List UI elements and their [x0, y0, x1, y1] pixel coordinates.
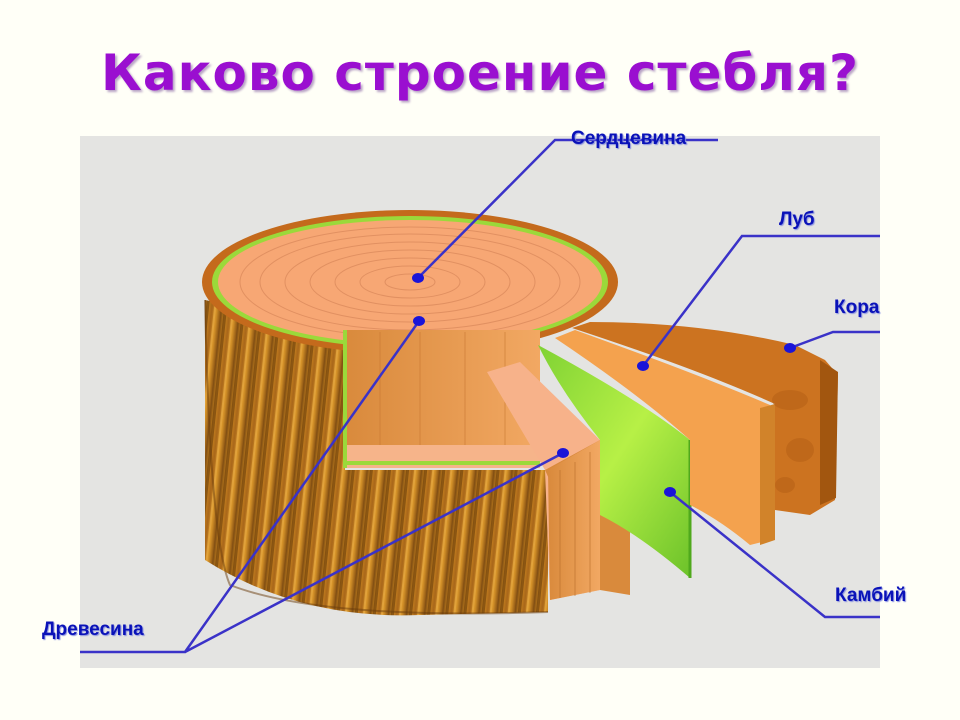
phloem-layer [555, 330, 775, 545]
phloem-leader-line [642, 234, 880, 367]
cambium-leader-line [669, 491, 880, 619]
stump-top [202, 210, 618, 354]
label-wood: Древесина [42, 619, 144, 640]
label-phloem: Луб [779, 209, 815, 230]
wood-leader-line-2 [184, 451, 564, 654]
bark-layer [572, 322, 838, 515]
label-bark: Кора [834, 297, 880, 318]
trunk-bark [204, 299, 549, 616]
pith-leader-line [417, 138, 718, 279]
bark-leader-line [789, 330, 880, 350]
leader-lines [80, 138, 880, 654]
slide-title: Каково строение стебля? [100, 44, 860, 102]
leader-dots [412, 273, 796, 497]
label-cambium: Камбий [835, 585, 907, 606]
label-pith: Сердцевина [571, 128, 687, 149]
